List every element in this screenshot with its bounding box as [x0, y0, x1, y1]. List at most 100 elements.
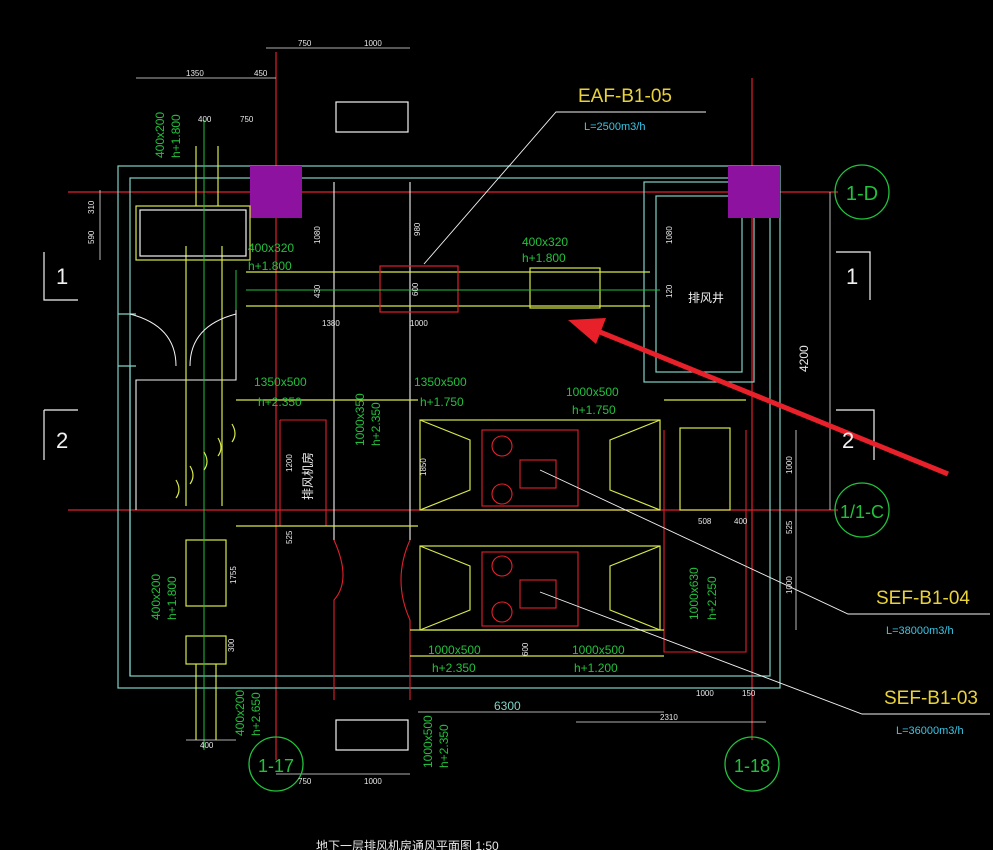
dim-430: 430	[313, 284, 322, 298]
duct-vmid-size: 1000x350	[353, 393, 367, 446]
dim-1850: 1850	[419, 458, 428, 476]
fan-transition-u	[419, 419, 471, 511]
dim-1000b: 1000	[410, 319, 428, 328]
columns	[250, 166, 780, 218]
dim-150: 150	[742, 689, 756, 698]
duct-vmid-height: h+2.350	[369, 402, 383, 446]
louver-4	[217, 437, 222, 457]
duct-left-height: h+1.800	[248, 259, 292, 273]
arrow-shaft	[599, 329, 949, 477]
duct-vb-size: 1000x500	[421, 715, 435, 768]
outer-wall	[117, 165, 781, 689]
dim-750c: 750	[298, 777, 312, 786]
dim-310: 310	[87, 200, 96, 214]
grid-label-1-18: 1-18	[734, 756, 770, 776]
dim-400b: 400	[200, 741, 214, 750]
door-arcs	[129, 313, 237, 367]
motor-upper	[519, 459, 557, 489]
duct-top-height: h+1.800	[522, 251, 566, 265]
tag-sef04-flow: L=38000m3/h	[886, 625, 954, 637]
section-num-left1: 1	[56, 264, 68, 289]
duct-lower-left-box	[185, 539, 227, 607]
duct-vl-height: h+1.800	[165, 576, 179, 620]
grille-bottom	[335, 719, 409, 751]
dim-400r: 400	[734, 517, 748, 526]
duct-topleft-box	[135, 205, 251, 261]
dim-525: 525	[285, 530, 294, 544]
duct-right-size: 1000x500	[566, 385, 619, 399]
room-exhaust-shaft: 排风井	[688, 291, 724, 305]
duct-silencer	[529, 267, 601, 309]
grille-top	[335, 101, 409, 133]
duct-midleft-height: h+2.350	[258, 395, 302, 409]
louver-1	[175, 479, 180, 499]
shaft-outline	[643, 181, 755, 383]
fan-transition-l	[419, 545, 471, 631]
dim-400: 400	[198, 115, 212, 124]
duct-midright-size: 1350x500	[414, 375, 467, 389]
duct-vtl-size: 400x200	[153, 112, 167, 158]
annotation-arrow	[568, 318, 949, 477]
section-num-right1: 1	[846, 264, 858, 289]
section-num-right2: 2	[842, 428, 854, 453]
grid-label-1-d: 1-D	[846, 183, 878, 205]
grid-bubble-1-d	[834, 164, 890, 220]
duct-midright-height: h+1.750	[420, 395, 464, 409]
grid-bubbles	[248, 164, 890, 792]
dimension-lines	[99, 47, 831, 775]
dim-750-top: 750	[298, 39, 312, 48]
duct-right-height: h+1.750	[572, 403, 616, 417]
duct-vtl-height: h+1.800	[169, 114, 183, 158]
duct-topleft-inner	[139, 209, 247, 257]
column-left	[250, 166, 302, 218]
louver-3	[203, 451, 208, 471]
dim-450: 450	[254, 69, 268, 78]
tag-sef03-name: SEF-B1-03	[884, 688, 978, 709]
section-num-left2: 2	[56, 428, 68, 453]
dim-525r: 525	[785, 520, 794, 534]
duct-vbl-height: h+2.650	[249, 692, 263, 736]
duct-vright-height: h+2.250	[705, 576, 719, 620]
labels: EAF-B1-05 L=2500m3/h SEF-B1-04 L=38000m3…	[56, 39, 978, 850]
louvers	[175, 423, 236, 499]
dim-750b: 750	[240, 115, 254, 124]
dim-600b: 600	[521, 642, 530, 656]
leader-sef03	[539, 591, 990, 715]
louver-5	[231, 423, 236, 443]
duct-midleft-size: 1350x500	[254, 375, 307, 389]
impeller-u2	[491, 483, 513, 505]
dim-1380: 1380	[322, 319, 340, 328]
motor-lower	[519, 579, 557, 609]
duct-left-size: 400x320	[248, 241, 294, 255]
tag-sef03-flow: L=36000m3/h	[896, 725, 964, 737]
fan-motors	[481, 429, 579, 627]
dim-4200: 4200	[797, 345, 811, 372]
green-lines	[203, 120, 660, 750]
dim-980: 980	[413, 222, 422, 236]
curved-wall-left	[333, 539, 344, 700]
duct-botleft-size: 1000x500	[428, 643, 481, 657]
section-mark-right1	[836, 251, 871, 300]
column-right	[728, 166, 780, 218]
impeller-l1	[491, 555, 513, 577]
grid-bubble-1-18	[724, 736, 780, 792]
duct-botleft-height: h+2.350	[432, 661, 476, 675]
duct-vbl-size: 400x200	[233, 690, 247, 736]
leader-sef04	[539, 469, 990, 615]
room-exhaust-fan: 排风机房	[300, 452, 315, 500]
dim-1000r2: 1000	[785, 576, 794, 594]
dim-600: 600	[411, 282, 420, 296]
dim-1080: 1080	[313, 226, 322, 244]
fan-upper	[481, 429, 579, 507]
fan-transition-l2	[609, 545, 661, 631]
dim-1000d: 1000	[364, 777, 382, 786]
dim-1000-top: 1000	[364, 39, 382, 48]
door-arc-left	[129, 313, 177, 367]
duct-right-box	[679, 427, 731, 511]
dim-120: 120	[665, 284, 674, 298]
tag-eaf-name: EAF-B1-05	[578, 86, 672, 107]
right-box-wall	[663, 430, 747, 653]
curved-wall-right	[400, 539, 411, 700]
